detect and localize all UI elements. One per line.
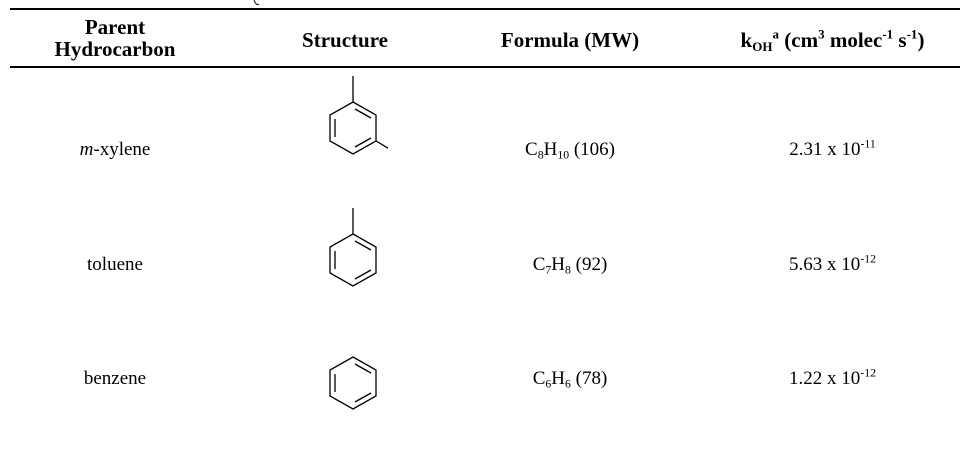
row-toluene-rate: 5.63 x 10-12 [789, 252, 876, 275]
table-header-rule [10, 66, 960, 68]
header-parent-hydrocarbon: Parent Hydrocarbon [10, 16, 220, 60]
row-benzene-rate: 1.22 x 10-12 [789, 366, 876, 389]
row-benzene-formula: C6H6 (78) [532, 368, 608, 391]
row-benzene-name: benzene [83, 368, 147, 389]
m-xylene-structure-icon [308, 76, 388, 190]
benzene-structure-icon [308, 331, 388, 421]
row-toluene-name: toluene [87, 254, 143, 275]
row-xylene-rate: 2.31 x 10-11 [789, 137, 876, 160]
header-structure: Structure [302, 28, 388, 52]
toluene-structure-icon [308, 208, 388, 308]
stray-mark [253, 0, 260, 5]
row-xylene-formula: C8H10 (106) [525, 139, 615, 162]
table-top-rule [10, 8, 960, 10]
row-xylene-name: m-xylene [79, 139, 151, 160]
header-rate-constant: kOHa (cm3 molec-1 s-1) [740, 26, 925, 54]
header-parent-line1: Parent [84, 15, 146, 39]
header-formula: Formula (MW) [500, 28, 640, 52]
header-parent-line2: Hydrocarbon [54, 37, 176, 61]
row-toluene-formula: C7H8 (92) [532, 254, 608, 277]
